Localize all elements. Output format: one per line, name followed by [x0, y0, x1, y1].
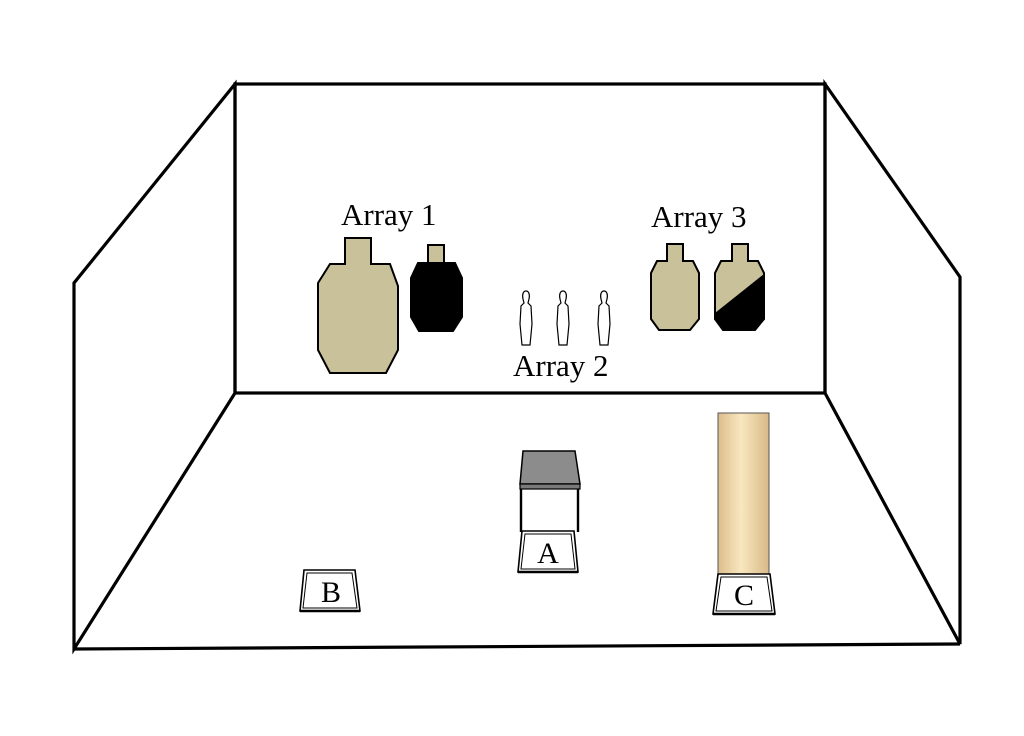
- array-1-label: Array 1: [341, 197, 437, 232]
- position-b-label: B: [321, 576, 341, 609]
- diagonal-split-target-icon: [714, 243, 765, 331]
- position-a-marker: A: [517, 530, 579, 574]
- position-b-marker: B: [299, 569, 361, 613]
- position-c-label: C: [734, 579, 754, 612]
- small-black-target-head-icon: [427, 244, 445, 264]
- array-1: Array 1: [317, 197, 463, 374]
- outline-figure-target-icon: [597, 290, 611, 346]
- room-outline: [72, 78, 962, 655]
- array-3: Array 3: [650, 199, 765, 331]
- floor-front-edge: [73, 642, 961, 651]
- outline-figure-target-icon: [556, 290, 570, 346]
- array-2: Array 2: [513, 290, 611, 383]
- position-a-label: A: [537, 537, 559, 570]
- barricade-icon: [717, 412, 770, 575]
- left-wall: [72, 79, 237, 655]
- array-3-label: Array 3: [651, 199, 747, 234]
- large-tan-target-icon: [317, 237, 399, 374]
- position-c-marker: C: [712, 573, 776, 616]
- right-wall: [823, 78, 962, 645]
- outline-figure-target-icon: [519, 290, 533, 346]
- small-tan-target-icon: [650, 243, 700, 331]
- table-icon: [519, 450, 581, 532]
- array-2-label: Array 2: [513, 348, 609, 383]
